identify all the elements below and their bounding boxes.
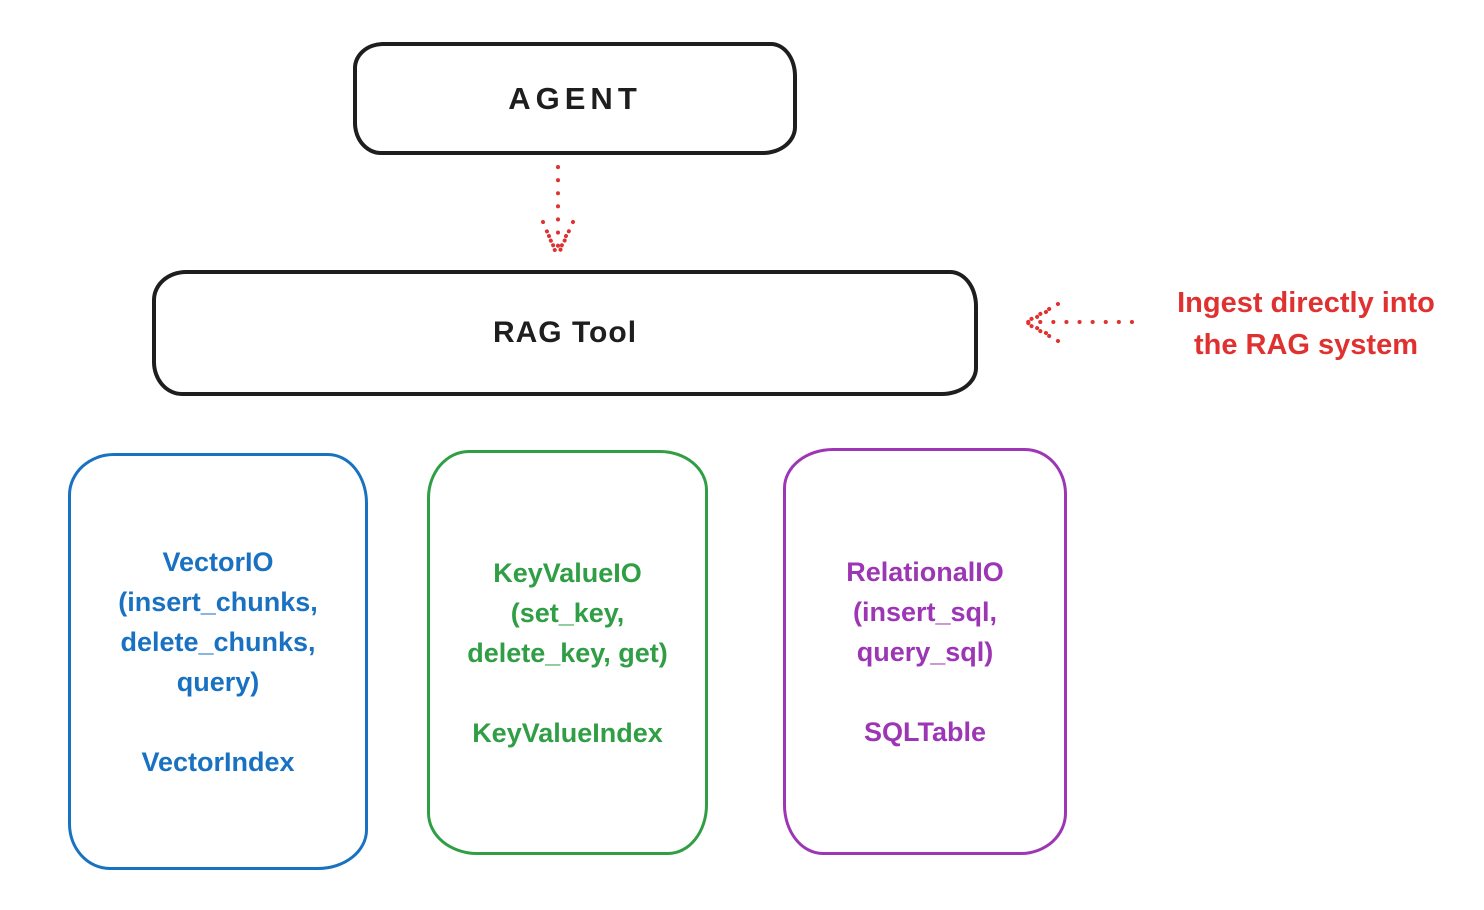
node-agent: AGENT (353, 42, 797, 155)
relational-io-line: RelationalIO (846, 556, 1004, 587)
vector-io-line: query) (176, 666, 260, 697)
relational-io-table-label: SQLTable (863, 716, 986, 747)
vector-io-line: (insert_chunks, (118, 586, 318, 617)
vector-io-line: delete_chunks, (120, 626, 316, 657)
annotation-ingest-line-2: the RAG system (1193, 329, 1418, 361)
annotation-ingest: Ingest directly into the RAG system (1128, 282, 1484, 366)
relational-io-line: query_sql) (856, 636, 994, 667)
vector-io-line: VectorIO (162, 546, 274, 577)
key-value-io-line: (set_key, (510, 597, 625, 628)
relational-io-line: (insert_sql, (852, 596, 998, 627)
node-relational-io: RelationalIO (insert_sql, query_sql) SQL… (783, 448, 1067, 855)
node-key-value-io: KeyValueIO (set_key, delete_key, get) Ke… (427, 450, 708, 855)
dotted-arrow-annotation-to-rag-icon (1024, 302, 1134, 343)
node-agent-label: AGENT (508, 80, 642, 116)
key-value-io-line: KeyValueIO (493, 557, 642, 588)
node-rag-tool: RAG Tool (152, 270, 978, 396)
key-value-io-line: delete_key, get) (467, 637, 668, 668)
node-rag-tool-label: RAG Tool (492, 316, 638, 349)
vector-io-index-label: VectorIndex (141, 746, 295, 777)
annotation-ingest-line-1: Ingest directly into (1177, 287, 1435, 319)
key-value-io-index-label: KeyValueIndex (472, 717, 663, 748)
node-vector-io: VectorIO (insert_chunks, delete_chunks, … (68, 453, 368, 870)
dotted-arrow-agent-to-rag-icon (541, 165, 575, 256)
